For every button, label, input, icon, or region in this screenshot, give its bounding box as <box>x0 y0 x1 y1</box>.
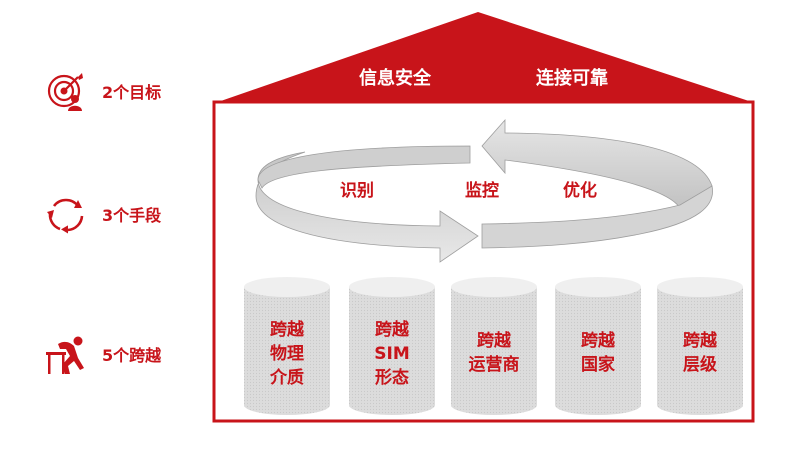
house-roof <box>215 12 755 103</box>
pillar-line: 运营商 <box>469 354 520 375</box>
side-label-spans: 5个跨越 <box>102 346 162 365</box>
side-label-means: 3个手段 <box>102 206 162 225</box>
pillar-line: SIM <box>374 344 410 364</box>
side-label-goals: 2个目标 <box>102 83 162 102</box>
pillar-line: 国家 <box>581 354 615 375</box>
pillar-line: 跨越 <box>375 319 410 340</box>
pillar-sim-form: 跨越 SIM 形态 <box>349 277 435 415</box>
cycle-step-monitor: 监控 <box>465 180 499 201</box>
pillar-country: 跨越 国家 <box>555 277 641 415</box>
cycle-band-left <box>257 145 471 189</box>
pillar-line: 跨越 <box>477 330 512 351</box>
pillar-operator: 跨越 运营商 <box>451 277 537 415</box>
side-item-spans: 5个跨越 <box>44 332 161 376</box>
cycle-step-optimize: 优化 <box>563 180 597 201</box>
cycle-arrows-icon <box>47 198 84 234</box>
cycle-band-right <box>481 185 713 249</box>
target-person-icon <box>47 73 83 111</box>
pillar-line: 形态 <box>375 367 409 388</box>
pillar-line: 物理 <box>270 343 304 364</box>
pillar-line: 层级 <box>683 354 717 375</box>
pillar-line: 介质 <box>269 367 304 388</box>
cycle-step-identify: 识别 <box>340 181 374 201</box>
roof-left-text: 信息安全 <box>359 67 432 89</box>
side-item-goals: 2个目标 <box>44 69 161 113</box>
pillar-line: 跨越 <box>270 319 305 340</box>
pillar-line: 跨越 <box>683 330 718 351</box>
hurdle-jumper-icon <box>46 336 84 374</box>
side-item-means: 3个手段 <box>44 192 161 236</box>
pillar-level: 跨越 层级 <box>657 277 743 415</box>
roof-right-text: 连接可靠 <box>536 67 608 89</box>
pillar-line: 跨越 <box>581 330 616 351</box>
pillar-physical-medium: 跨越 物理 介质 <box>244 277 330 415</box>
